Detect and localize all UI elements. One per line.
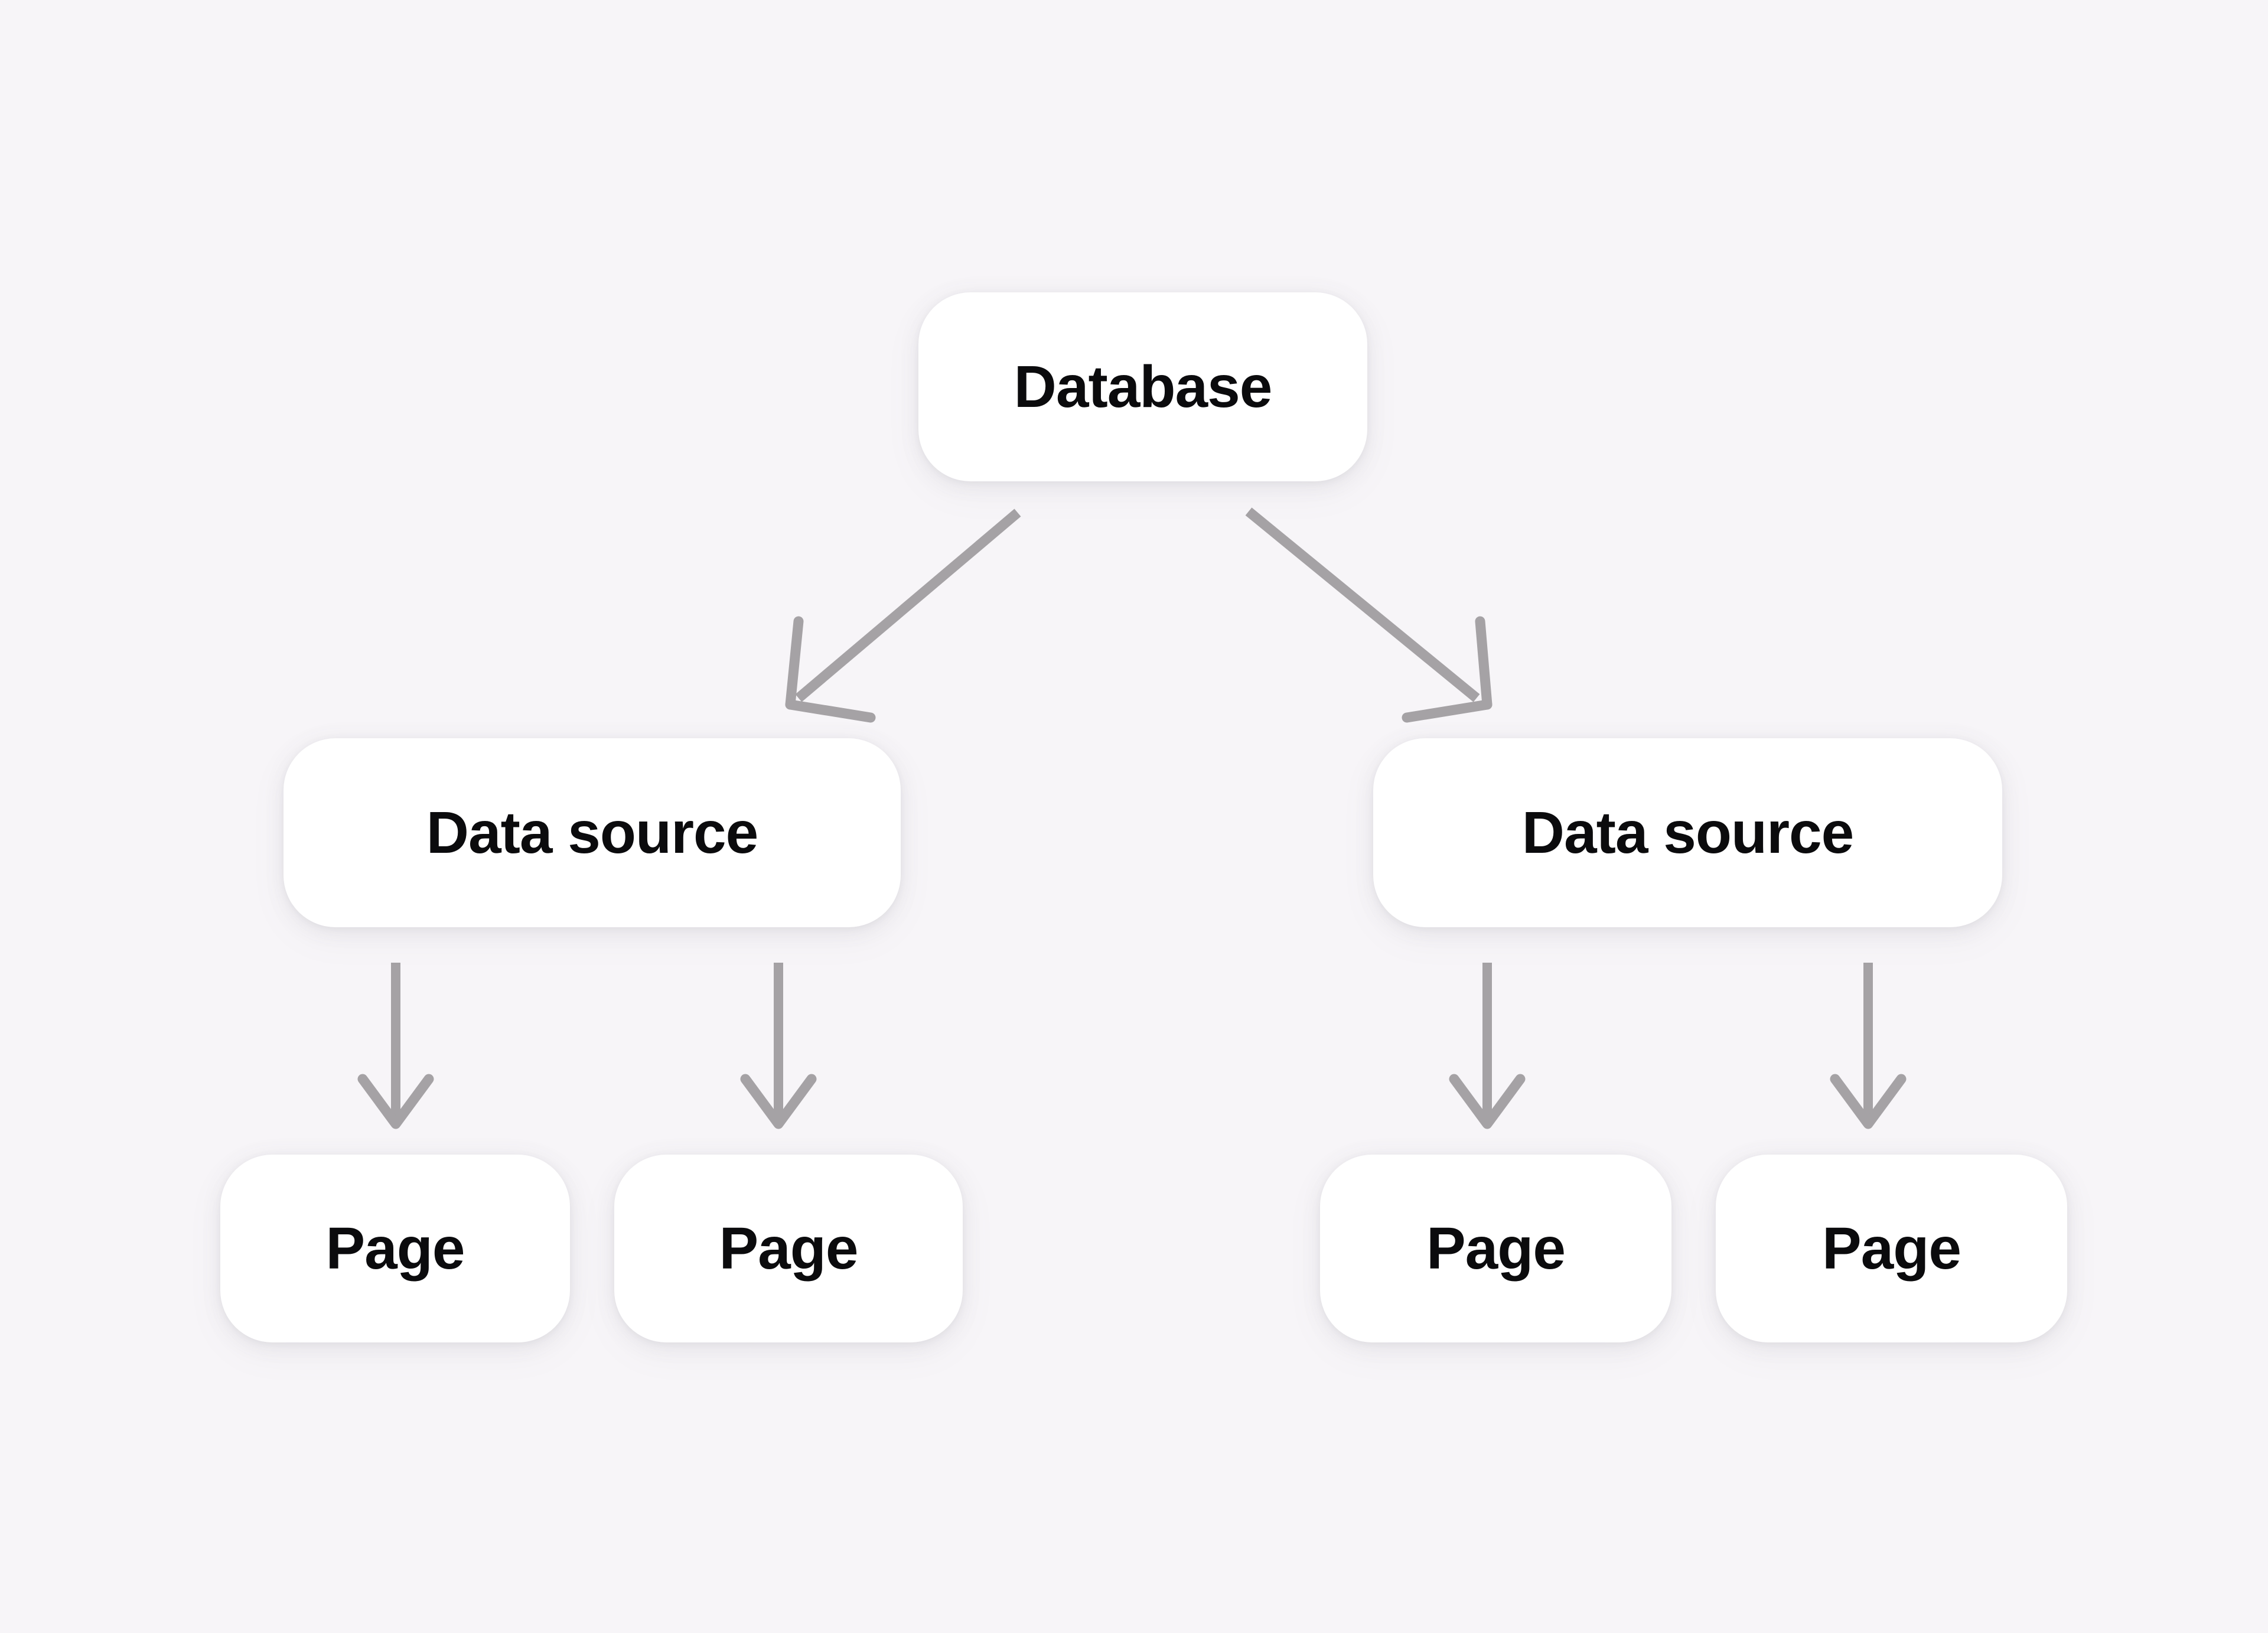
node-page-3[interactable]: Page (1320, 1155, 1671, 1342)
edge-data-source-right-to-page-3 (1449, 963, 1526, 1129)
node-page-4-label: Page (1821, 1215, 1961, 1282)
edge-database-to-data-source-left (785, 509, 1021, 723)
node-data-source-right[interactable]: Data source (1373, 738, 2002, 927)
node-page-2-label: Page (719, 1215, 858, 1282)
edge-data-source-right-to-page-4 (1830, 963, 1907, 1129)
node-page-1[interactable]: Page (220, 1155, 570, 1342)
edge-data-source-left-to-page-1 (357, 963, 434, 1129)
edge-database-to-data-source-right (1245, 507, 1493, 723)
node-database[interactable]: Database (918, 292, 1367, 481)
node-data-source-right-label: Data source (1521, 800, 1854, 866)
node-page-4[interactable]: Page (1716, 1155, 2067, 1342)
node-data-source-left[interactable]: Data source (284, 738, 901, 927)
node-page-1-label: Page (325, 1215, 465, 1282)
node-page-2[interactable]: Page (614, 1155, 963, 1342)
node-data-source-left-label: Data source (426, 800, 758, 866)
node-database-label: Database (1014, 354, 1273, 420)
edge-data-source-left-to-page-2 (740, 963, 817, 1129)
node-page-3-label: Page (1426, 1215, 1566, 1282)
